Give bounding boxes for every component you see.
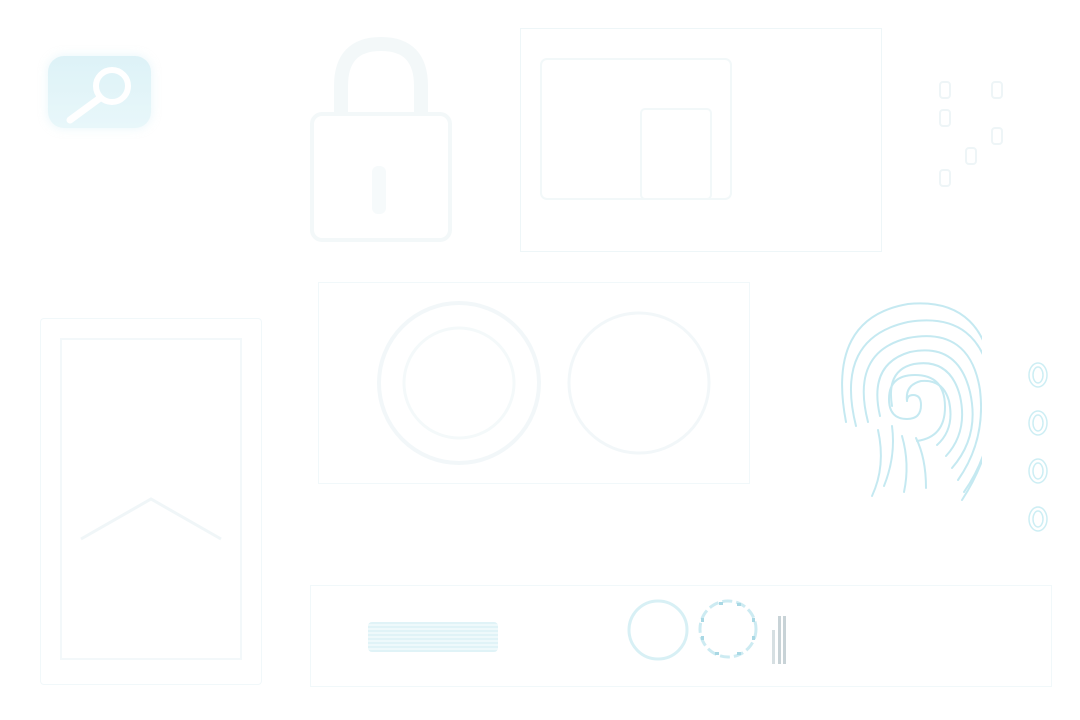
dial-icon[interactable] <box>695 596 761 662</box>
mini-fingerprint-icon <box>1028 362 1048 388</box>
bottom-strip <box>310 585 1052 687</box>
tablet-icon <box>540 58 732 200</box>
device-panel <box>520 28 882 252</box>
ring-icon[interactable] <box>626 598 690 662</box>
search-icon <box>66 67 131 124</box>
mini-fingerprint-icon <box>1028 410 1048 436</box>
document-icon <box>60 338 242 660</box>
search-button[interactable] <box>48 56 151 128</box>
circles-icon <box>377 301 711 465</box>
bars-icon <box>772 616 786 664</box>
code-icon <box>939 81 1003 187</box>
lock-icon <box>310 36 452 242</box>
left-card <box>40 318 262 685</box>
fingerprint-icon <box>841 302 982 501</box>
progress-bar <box>368 622 498 652</box>
mini-fingerprint-icon <box>1028 458 1048 484</box>
center-card <box>318 282 750 484</box>
mini-fingerprint-icon <box>1028 506 1048 532</box>
